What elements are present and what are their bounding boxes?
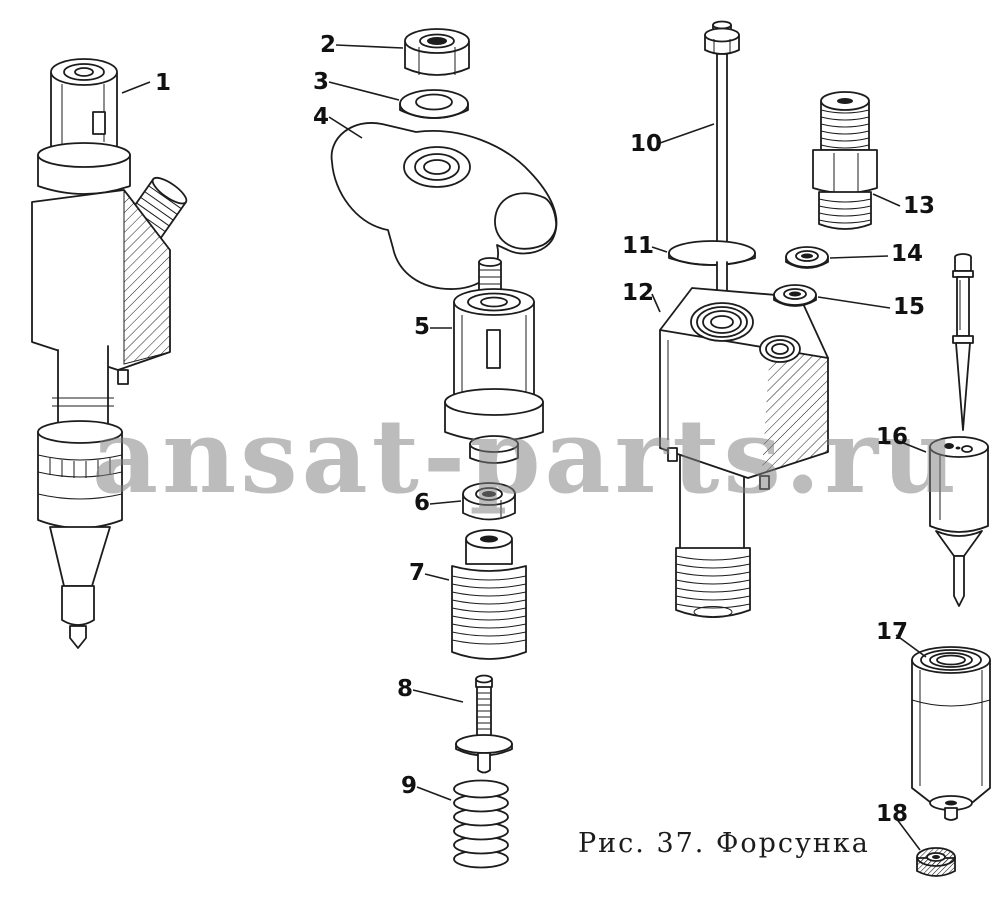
part-3-leader-line	[328, 81, 400, 101]
part-16-leader-line	[895, 439, 927, 453]
part-15-drawing	[773, 284, 817, 307]
part-10-label: 10	[630, 131, 662, 157]
part-2-label: 2	[320, 32, 336, 58]
part-11-leader-line	[651, 246, 668, 253]
part-6-leader-line	[429, 500, 462, 505]
part-18-label: 18	[876, 801, 908, 827]
part-9-leader-line	[416, 786, 452, 801]
part-1-leader-line	[121, 81, 151, 94]
part-2-leader-line	[335, 44, 404, 49]
part-7-label: 7	[409, 560, 425, 586]
part-1-label: 1	[155, 70, 171, 96]
part-8-drawing	[455, 674, 513, 774]
part-18-leader-line	[895, 817, 921, 851]
part-8-leader-line	[412, 689, 464, 703]
callouts: 1 2 3 4 5 6 7 8 9 10 11 12 13 14 15 16 1…	[121, 32, 935, 851]
part-10-drawing	[704, 20, 740, 251]
part-7-leader-line	[424, 573, 450, 581]
part-7-drawing	[451, 529, 527, 660]
part-17-drawing	[911, 646, 991, 821]
part-16-drawing	[929, 253, 989, 607]
part-6-label: 6	[414, 490, 430, 516]
part-4-label: 4	[313, 104, 329, 130]
part-18-drawing	[916, 847, 956, 877]
part-13-label: 13	[903, 193, 935, 219]
part-11-drawing	[668, 240, 756, 291]
part-16-label: 16	[876, 424, 908, 450]
part-14-drawing	[785, 246, 829, 269]
part-17-leader-line	[895, 634, 927, 658]
part-3-label: 3	[313, 69, 329, 95]
part-15-leader-line	[817, 296, 891, 309]
part-17-label: 17	[876, 619, 908, 645]
part-4-drawing	[330, 122, 558, 290]
part-5-label: 5	[414, 314, 430, 340]
part-5-drawing	[444, 257, 544, 464]
part-12-leader-line	[651, 293, 661, 313]
part-8-label: 8	[397, 676, 413, 702]
part-13-leader-line	[872, 193, 901, 207]
part-12-drawing	[659, 287, 829, 618]
figure-caption: Рис. 37. Форсунка	[578, 828, 870, 859]
part-2-drawing	[404, 28, 470, 76]
part-10-leader-line	[659, 123, 715, 144]
part-3-drawing	[399, 89, 469, 119]
part-9-label: 9	[401, 773, 417, 799]
part-11-label: 11	[622, 233, 654, 259]
part-1-drawing	[31, 58, 188, 649]
part-9-drawing	[453, 779, 509, 869]
part-4-leader-line	[328, 116, 363, 139]
part-15-label: 15	[893, 294, 925, 320]
watermark-text: ansat-parts.ru	[92, 397, 960, 517]
part-12-label: 12	[622, 280, 654, 306]
part-14-label: 14	[891, 241, 923, 267]
part-13-drawing	[812, 91, 878, 230]
part-6-drawing	[462, 482, 516, 521]
part-14-leader-line	[829, 255, 889, 259]
